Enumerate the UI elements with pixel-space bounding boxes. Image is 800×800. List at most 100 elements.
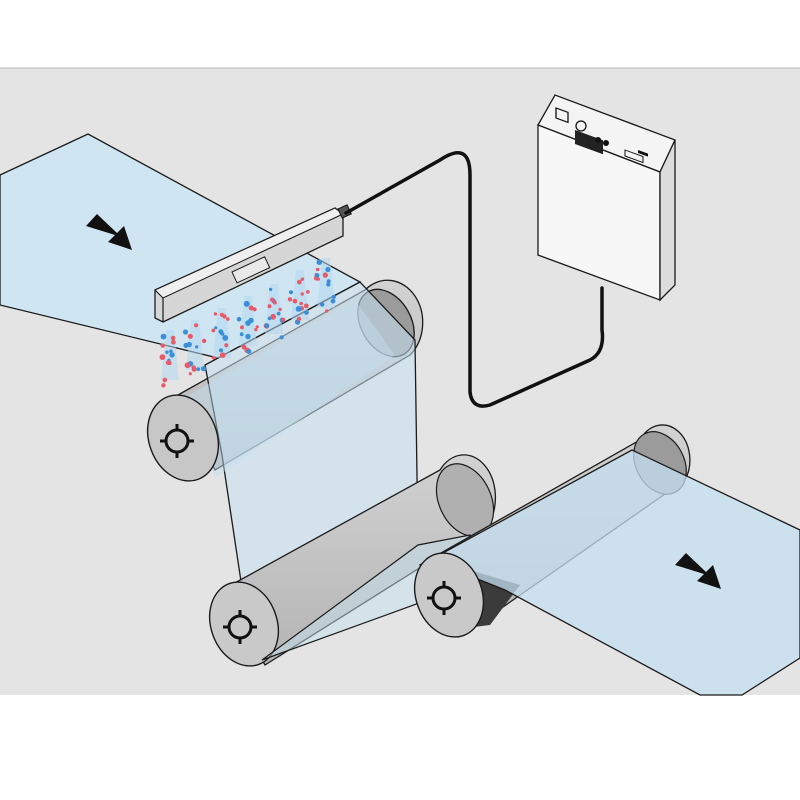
ion-particle (255, 325, 259, 329)
ion-particle (222, 314, 227, 319)
ion-particle (245, 320, 251, 326)
ion-particle (325, 266, 331, 273)
lower-roller-end-cap (413, 552, 485, 638)
power-cable (344, 151, 605, 408)
ion-particle (201, 338, 207, 344)
control-panel (555, 107, 648, 164)
ion-particle (236, 316, 242, 322)
ion-particle (316, 259, 323, 266)
ion-particle (315, 267, 320, 272)
ion-particle (160, 343, 165, 348)
ion-particle (248, 305, 254, 311)
ion-particle (299, 301, 303, 306)
ion-particle (270, 313, 276, 320)
ion-particle (220, 332, 225, 336)
ion-particle (305, 290, 310, 294)
ion-plume (317, 258, 335, 308)
indicator-panel (575, 130, 603, 155)
middle-roller-end-cap (208, 581, 280, 667)
ion-particle (211, 356, 216, 360)
ion-particle (218, 348, 224, 353)
ion-particle (213, 312, 218, 316)
axle-hub-icon (427, 581, 461, 615)
ion-particle (239, 332, 244, 337)
ion-particle (281, 317, 286, 322)
ion-particle (254, 327, 258, 332)
ion-particle (322, 272, 328, 278)
ionizer-label-plate (231, 256, 271, 284)
ion-particle (186, 341, 192, 348)
feed-direction-arrow-icon (86, 214, 132, 250)
ion-particle (171, 339, 176, 345)
ion-particle (160, 333, 167, 340)
ion-particle (243, 300, 250, 307)
ion-particle (316, 277, 320, 281)
ion-particle (320, 302, 325, 307)
ion-particle (297, 279, 302, 285)
ion-particle (187, 333, 193, 339)
ion-particle (330, 298, 336, 304)
ion-particle (241, 344, 247, 350)
ion-particle (184, 362, 191, 369)
ion-particle (200, 366, 207, 372)
ion-particle (287, 297, 293, 302)
power-supply-unit (537, 94, 676, 302)
ion-particle (169, 352, 175, 358)
ion-particle (224, 343, 229, 348)
power-switch-icon (575, 120, 587, 132)
ion-particle (240, 325, 244, 330)
ion-particle (182, 329, 189, 335)
ion-particle (278, 307, 282, 312)
film-web-lower (261, 534, 471, 661)
ion-particle (245, 333, 251, 340)
upper-roller-end-cap (146, 394, 220, 482)
ion-particle (326, 282, 331, 287)
ion-particle (222, 335, 229, 341)
ion-particle (226, 317, 230, 321)
ion-particle (188, 372, 192, 376)
ion-particle (288, 290, 294, 295)
ion-particle (314, 273, 320, 278)
ion-particle (272, 300, 277, 305)
ion-particle (169, 349, 173, 354)
ion-particle (165, 350, 169, 354)
lower-roller-front (413, 552, 485, 638)
ion-plume (265, 284, 283, 334)
ion-particle (170, 335, 176, 341)
ion-particle (300, 277, 305, 281)
ion-particle (279, 335, 284, 340)
ion-particle (161, 383, 166, 388)
ion-particle (276, 311, 281, 316)
ion-particle (324, 309, 329, 313)
ion-particle (162, 377, 168, 383)
ion-particle (246, 349, 252, 354)
ion-particle (211, 328, 216, 333)
ion-cloud (159, 258, 336, 388)
ion-plume (186, 320, 204, 370)
ion-particle (267, 316, 272, 321)
ion-particle (195, 345, 199, 349)
ion-particle (196, 367, 201, 372)
ion-particle (214, 326, 218, 330)
middle-roller (208, 454, 497, 667)
ion-particle (159, 354, 166, 360)
ion-particle (165, 360, 171, 366)
outgoing-film (428, 449, 800, 696)
ion-particle (267, 304, 272, 309)
ion-particle (252, 307, 257, 312)
axle-hub-icon (160, 424, 194, 458)
exit-direction-arrow-icon (675, 553, 721, 589)
ionizer-bar (154, 204, 352, 323)
ion-particle (300, 292, 304, 296)
ion-particle (264, 323, 270, 328)
upper-front-roller (146, 300, 395, 482)
ion-particle (303, 303, 309, 309)
ion-particle (296, 316, 302, 322)
ion-particle (295, 306, 302, 312)
ion-particle (270, 297, 275, 302)
ion-particle (304, 310, 309, 315)
ion-plume (291, 270, 309, 320)
ion-particle (219, 352, 226, 359)
ion-particle (268, 287, 273, 292)
